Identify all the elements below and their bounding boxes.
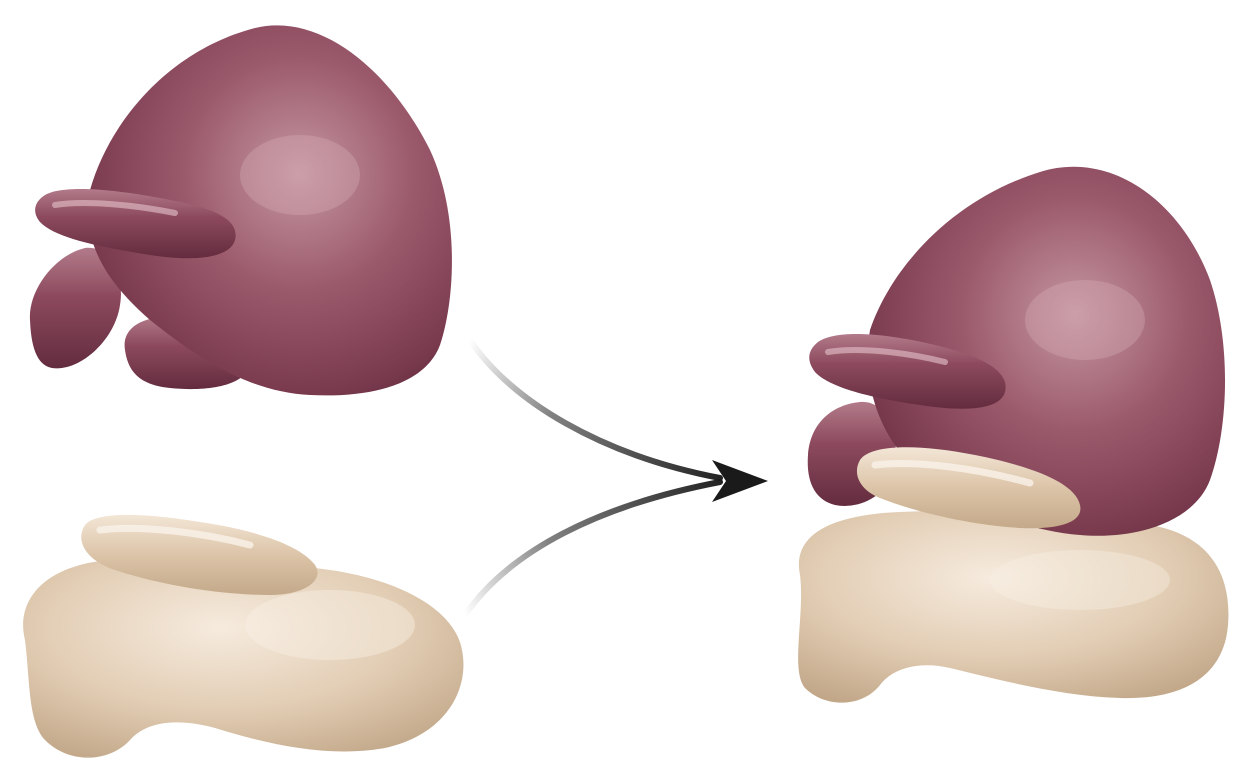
arrow-from-protein-b [465,482,720,615]
protein-a-shape [30,25,452,395]
protein-b-shape [23,515,463,758]
arrow-from-protein-a [470,340,720,478]
binding-arrows [465,340,768,615]
complex-shape [798,167,1228,703]
